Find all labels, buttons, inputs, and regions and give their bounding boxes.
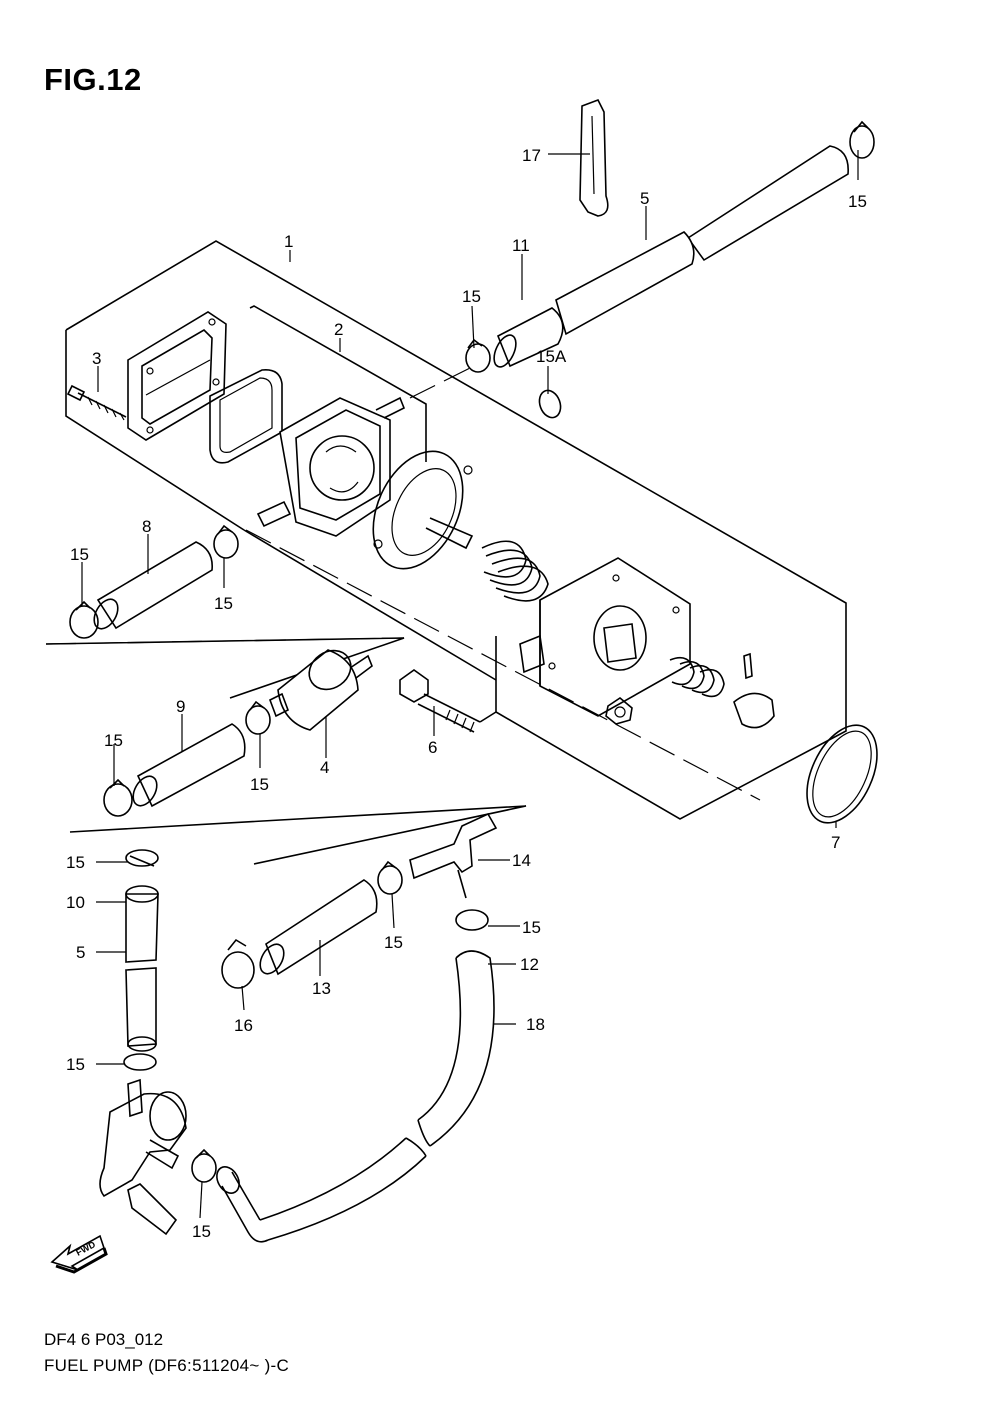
part-16-hose-clamp xyxy=(221,938,255,989)
part-8-fuel-hose xyxy=(93,541,213,630)
callout-15-lower-3: 15 xyxy=(192,1222,211,1241)
callout-5-lower: 5 xyxy=(76,943,85,962)
callout-15-mid-2: 15 xyxy=(250,775,269,794)
callout-7: 7 xyxy=(831,833,840,852)
pump-assembly-outline xyxy=(65,240,847,820)
hose-clamp-mid-1 xyxy=(103,778,133,817)
callout-15-lower-2: 15 xyxy=(66,1055,85,1074)
callout-leaders xyxy=(81,150,859,1219)
callout-6: 6 xyxy=(428,738,437,757)
callout-15-lower-4: 15 xyxy=(384,933,403,952)
callout-8: 8 xyxy=(142,517,151,536)
callout-11: 11 xyxy=(512,236,530,255)
part-7-o-ring xyxy=(806,724,878,824)
callout-15-mid-1: 15 xyxy=(104,731,123,750)
valve-spring-set xyxy=(605,652,775,729)
callout-16: 16 xyxy=(234,1016,253,1035)
diaphragm-spring xyxy=(481,540,549,602)
callout-12: 12 xyxy=(520,955,539,974)
hose-clamp-lower-3 xyxy=(191,1148,217,1183)
hose-clamp-top-right xyxy=(849,120,875,159)
callout-17: 17 xyxy=(522,146,541,165)
diagram-code: DF4 6 P03_012 xyxy=(44,1330,164,1349)
callout-15-lower-1: 15 xyxy=(66,853,85,872)
part-5-fuel-hose-lower xyxy=(125,967,157,1052)
callout-15-top-middle: 15 xyxy=(462,287,481,306)
part-17-hose-strap xyxy=(579,98,609,217)
part-2-pump-body xyxy=(256,396,406,537)
callout-15-lower-5: 15 xyxy=(522,918,541,937)
fuel-cock xyxy=(99,1078,187,1236)
callout-15-left-2: 15 xyxy=(214,594,233,613)
figure-title: FIG.12 xyxy=(44,62,142,97)
callout-13: 13 xyxy=(312,979,331,998)
part-13-fuel-hose xyxy=(259,879,378,976)
part-15A-washer xyxy=(538,389,562,419)
hose-clamp-lower-1 xyxy=(125,849,159,867)
callout-10: 10 xyxy=(66,893,85,912)
callout-labels: 1 2 3 17 5 15 11 15 15A 8 15 15 9 15 15 … xyxy=(66,146,867,1241)
part-4-fuel-filter xyxy=(268,649,373,731)
callout-1: 1 xyxy=(284,232,293,251)
hose-clamp-lower-4 xyxy=(377,860,403,895)
diagram-name: FUEL PUMP (DF6:511204~ )-C xyxy=(44,1356,290,1375)
hose-clamp-left-2 xyxy=(213,524,239,559)
hose-clamp-left-1 xyxy=(69,600,99,639)
callout-3: 3 xyxy=(92,349,101,368)
callout-15-top-right: 15 xyxy=(848,192,867,211)
part-10-hose-joint xyxy=(125,885,159,963)
part-6-bolt xyxy=(399,669,481,733)
part-12-18-curved-hose xyxy=(216,950,495,1243)
hose-clamp-mid-2 xyxy=(245,700,271,735)
part-14-t-joint xyxy=(409,812,498,899)
pump-cover-base xyxy=(519,557,691,717)
upper-fuel-hoses xyxy=(493,145,849,368)
callout-15-left-1: 15 xyxy=(70,545,89,564)
pump-cover-plate xyxy=(127,311,227,441)
diaphragm-gasket xyxy=(209,368,283,464)
fwd-arrow-icon: FWD xyxy=(50,1234,108,1274)
callout-18: 18 xyxy=(526,1015,545,1034)
callout-9: 9 xyxy=(176,697,185,716)
callout-4: 4 xyxy=(320,758,329,777)
diaphragm xyxy=(372,450,474,570)
part-9-fuel-hose xyxy=(132,723,246,808)
hose-clamp-lower-2 xyxy=(123,1053,157,1071)
callout-14: 14 xyxy=(512,851,531,870)
callout-5-upper: 5 xyxy=(640,189,649,208)
hose-clamp-top-middle xyxy=(465,338,491,373)
callout-2: 2 xyxy=(334,320,343,339)
part-3-screw xyxy=(66,384,127,421)
hose-clamp-lower-5 xyxy=(455,909,489,931)
callout-15A: 15A xyxy=(536,347,567,366)
